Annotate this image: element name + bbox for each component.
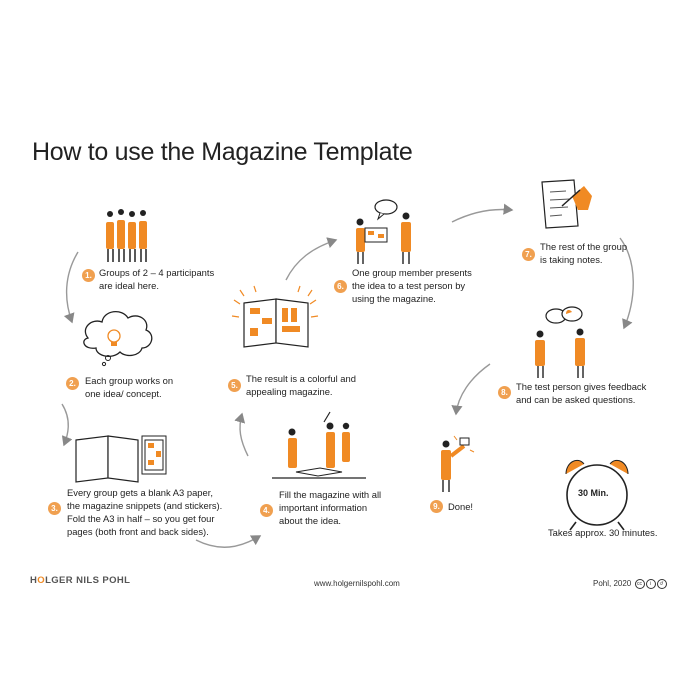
step-7-badge: 7. xyxy=(522,248,535,261)
blank-paper-illustration xyxy=(75,435,167,483)
cc-license-icon: cc xyxy=(634,579,645,589)
step-6-line-3: using the magazine. xyxy=(352,293,436,304)
step-8-line-1: The test person gives feedback xyxy=(516,381,647,392)
footer-credit-text: Pohl, 2020 xyxy=(593,579,632,589)
step-3-line-3: Fold the A3 in half – so you get four xyxy=(67,513,215,524)
filling-magazine-illustration xyxy=(272,411,366,479)
step-1-line-2: are ideal here. xyxy=(99,280,159,291)
step-7-line-1: The rest of the group xyxy=(540,241,628,252)
sa-license-icon: ↺ xyxy=(656,579,667,589)
step-4-line-1: Fill the magazine with all xyxy=(279,489,382,500)
step-8-badge: 8. xyxy=(498,386,511,399)
logo-pre: H xyxy=(30,575,38,586)
step-6-line-1: One group member presents xyxy=(352,267,472,278)
step-2-line-2: one idea/ concept. xyxy=(85,388,162,399)
alarm-clock-illustration xyxy=(565,459,629,531)
step-6-line-2: the idea to a test person by xyxy=(352,280,466,291)
step-4-badge: 4. xyxy=(260,504,273,517)
clock-caption-text: Takes approx. 30 minutes. xyxy=(548,527,658,538)
page-title: How to use the Magazine Template xyxy=(32,138,413,166)
done-illustration xyxy=(441,435,475,492)
step-3-line-4: pages (both front and back sides). xyxy=(67,526,209,537)
step-3-line-2: the magazine snippets (and stickers). xyxy=(67,500,223,511)
step-5-line-1: The result is a colorful and xyxy=(246,373,356,384)
step-4-line-3: about the idea. xyxy=(279,515,342,526)
footer-url: www.holgernilspohl.com xyxy=(314,579,400,588)
step-4-line-2: important information xyxy=(279,502,368,513)
step-5-line-2: appealing magazine. xyxy=(246,386,333,397)
step-3-line-1: Every group gets a blank A3 paper, xyxy=(67,487,213,498)
step-1-line-1: Groups of 2 – 4 participants xyxy=(99,267,215,278)
taking-notes-illustration xyxy=(541,179,592,229)
by-license-icon: i xyxy=(645,579,656,589)
step-5-badge: 5. xyxy=(228,379,241,392)
author-logo: HOLGER NILS POHL xyxy=(30,575,130,586)
step-7-line-2: is taking notes. xyxy=(540,254,603,265)
group-people-illustration xyxy=(106,209,147,262)
logo-o: O xyxy=(37,575,46,586)
presenting-illustration xyxy=(356,199,411,264)
feedback-illustration xyxy=(535,306,585,378)
logo-post: LGER NILS POHL xyxy=(45,575,131,586)
step-2-line-1: Each group works on xyxy=(85,375,174,386)
step-9-line-1: Done! xyxy=(448,501,474,512)
clock-label: 30 Min. xyxy=(578,488,609,498)
step-3-badge: 3. xyxy=(48,502,61,515)
step-8-line-2: and can be asked questions. xyxy=(516,394,636,405)
step-6-badge: 6. xyxy=(334,280,347,293)
step-9-badge: 9. xyxy=(430,500,443,513)
step-2-badge: 2. xyxy=(66,377,79,390)
idea-cloud-illustration xyxy=(83,311,153,367)
open-magazine-illustration xyxy=(231,285,319,348)
flow-arrows xyxy=(61,203,634,548)
step-1-badge: 1. xyxy=(82,269,95,282)
